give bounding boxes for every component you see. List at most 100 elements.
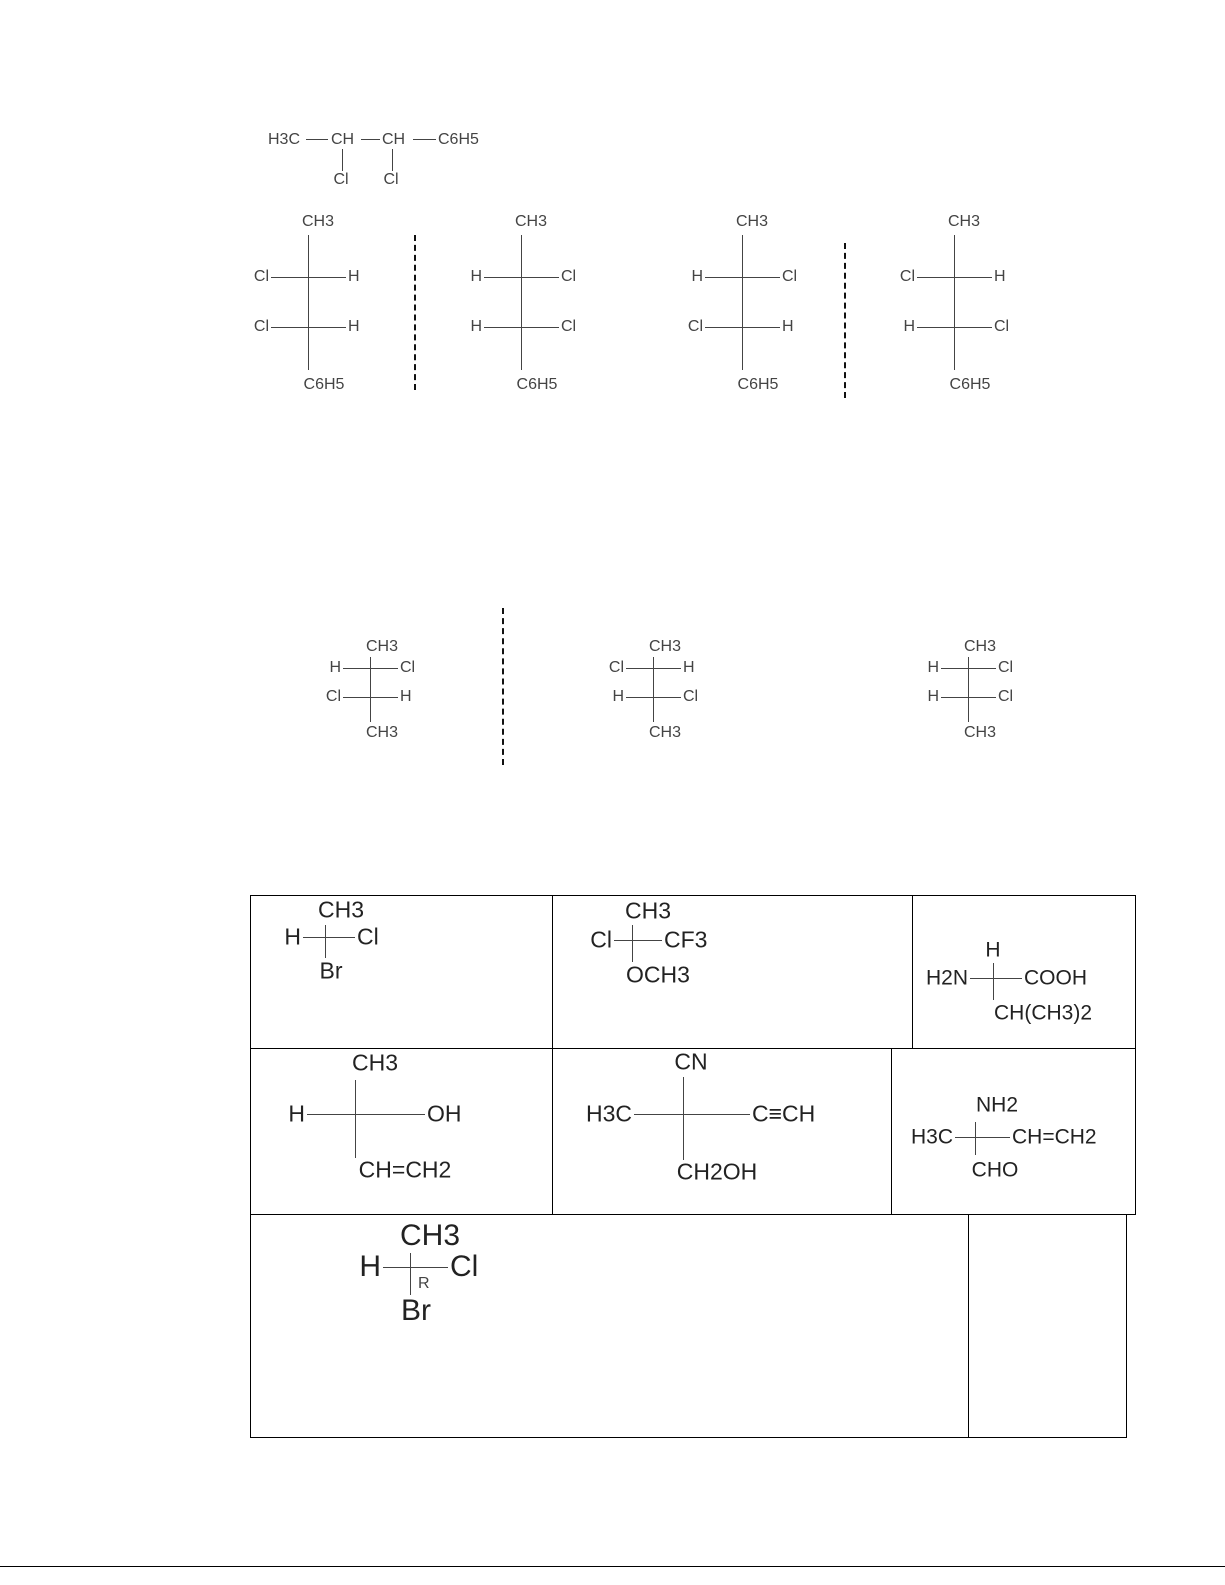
fischer-horizontal-bond bbox=[343, 697, 398, 698]
fischer-right-group: H bbox=[348, 268, 360, 285]
fischer-left-group: H bbox=[927, 659, 939, 676]
fischer-top-group: CH3 bbox=[735, 213, 769, 230]
fischer-left-group: H bbox=[470, 268, 482, 285]
fischer-top-group: CH3 bbox=[963, 638, 997, 655]
fischer-top-group: CH3 bbox=[648, 638, 682, 655]
fischer-top-group: CH3 bbox=[947, 213, 981, 230]
fischer-bottom-group: C6H5 bbox=[949, 376, 991, 393]
fischer-horizontal-bond bbox=[614, 940, 662, 941]
formula-bond bbox=[342, 149, 343, 171]
fischer-right-group: Cl bbox=[994, 318, 1010, 335]
fischer-left-group: H bbox=[612, 688, 624, 705]
fischer-top-group: CN bbox=[674, 1048, 708, 1075]
fischer-right-group: Cl bbox=[450, 1250, 479, 1283]
fischer-bottom-group: CH3 bbox=[963, 724, 997, 741]
fischer-left-group: H3C bbox=[585, 1100, 632, 1127]
fischer-horizontal-bond bbox=[955, 1137, 1010, 1138]
fischer-vertical-bond bbox=[975, 1122, 976, 1155]
fischer-left-group: Cl bbox=[687, 318, 703, 335]
fischer-vertical-bond bbox=[968, 657, 969, 722]
fischer-vertical-bond bbox=[683, 1077, 684, 1160]
fischer-right-group: Cl bbox=[400, 659, 416, 676]
table-border-left bbox=[250, 895, 251, 1438]
table-col-divider bbox=[912, 895, 913, 1048]
fischer-left-group: H bbox=[691, 268, 703, 285]
fischer-right-group: Cl bbox=[357, 923, 379, 950]
fischer-left-group: H bbox=[284, 923, 301, 950]
fischer-right-group: Cl bbox=[998, 659, 1014, 676]
fischer-vertical-bond bbox=[355, 1080, 356, 1158]
fischer-horizontal-bond bbox=[303, 937, 355, 938]
fischer-right-group: Cl bbox=[683, 688, 699, 705]
formula-group: C6H5 bbox=[438, 131, 479, 148]
formula-bond bbox=[361, 139, 380, 140]
table-col-divider bbox=[552, 1048, 553, 1214]
fischer-bottom-group: C6H5 bbox=[303, 376, 345, 393]
fischer-vertical-bond bbox=[325, 925, 326, 958]
fischer-horizontal-bond bbox=[634, 1114, 750, 1115]
formula-substituent: Cl bbox=[333, 171, 349, 188]
table-border-right bbox=[1135, 895, 1136, 1215]
fischer-top-group: CH3 bbox=[317, 896, 365, 923]
fischer-left-group: H bbox=[903, 318, 915, 335]
fischer-horizontal-bond bbox=[484, 277, 559, 278]
table-col-divider bbox=[968, 1214, 969, 1437]
fischer-bottom-group: CHO bbox=[971, 1158, 1019, 1182]
fischer-right-group: H bbox=[683, 659, 695, 676]
mirror-plane bbox=[844, 243, 846, 398]
fischer-horizontal-bond bbox=[343, 668, 398, 669]
fischer-bottom-group: C6H5 bbox=[516, 376, 558, 393]
fischer-vertical-bond bbox=[370, 657, 371, 722]
formula-bond bbox=[306, 139, 328, 140]
fischer-left-group: Cl bbox=[590, 926, 612, 953]
fischer-right-group: H bbox=[348, 318, 360, 335]
fischer-horizontal-bond bbox=[917, 277, 992, 278]
fischer-right-group: CH=CH2 bbox=[1012, 1125, 1097, 1149]
fischer-left-group: H bbox=[359, 1250, 381, 1283]
fischer-left-group: H bbox=[288, 1100, 305, 1127]
fischer-horizontal-bond bbox=[917, 327, 992, 328]
fischer-left-group: H2N bbox=[925, 966, 968, 990]
fischer-right-group: Cl bbox=[561, 318, 577, 335]
fischer-vertical-bond bbox=[632, 925, 633, 962]
fischer-vertical-bond bbox=[521, 235, 522, 370]
formula-bond bbox=[392, 149, 393, 171]
formula-substituent: Cl bbox=[383, 171, 399, 188]
table-row-divider bbox=[250, 1214, 1136, 1215]
fischer-horizontal-bond bbox=[626, 668, 681, 669]
fischer-bottom-group: Br bbox=[401, 1294, 431, 1327]
fischer-horizontal-bond bbox=[307, 1114, 425, 1115]
fischer-right-group: C≡CH bbox=[752, 1100, 816, 1127]
fischer-right-group: H bbox=[400, 688, 412, 705]
fischer-right-group: CF3 bbox=[664, 926, 708, 953]
formula-bond bbox=[413, 139, 436, 140]
fischer-top-group: CH3 bbox=[624, 897, 672, 924]
fischer-left-group: Cl bbox=[253, 268, 269, 285]
table-row-divider bbox=[250, 1048, 1136, 1049]
fischer-bottom-group: C6H5 bbox=[737, 376, 779, 393]
fischer-top-group: CH3 bbox=[365, 638, 399, 655]
fischer-right-group: Cl bbox=[998, 688, 1014, 705]
fischer-top-group: CH3 bbox=[514, 213, 548, 230]
fischer-right-group: H bbox=[994, 268, 1006, 285]
fischer-right-group: OH bbox=[427, 1100, 462, 1127]
fischer-top-group: CH3 bbox=[351, 1049, 399, 1076]
fischer-right-group: H bbox=[782, 318, 794, 335]
fischer-bottom-group: Br bbox=[319, 957, 343, 984]
fischer-horizontal-bond bbox=[941, 697, 996, 698]
fischer-vertical-bond bbox=[742, 235, 743, 370]
fischer-right-group: Cl bbox=[561, 268, 577, 285]
fischer-top-group: H bbox=[985, 938, 1001, 962]
fischer-top-group: CH3 bbox=[301, 213, 335, 230]
table-border-right bbox=[1126, 1214, 1127, 1438]
fischer-horizontal-bond bbox=[383, 1267, 448, 1268]
formula-group: H3C bbox=[268, 131, 301, 148]
table-col-divider bbox=[891, 1048, 892, 1214]
fischer-horizontal-bond bbox=[705, 277, 780, 278]
fischer-vertical-bond bbox=[653, 657, 654, 722]
fischer-bottom-group: OCH3 bbox=[626, 961, 690, 988]
fischer-right-group: Cl bbox=[782, 268, 798, 285]
formula-group: CH bbox=[331, 131, 355, 148]
fischer-horizontal-bond bbox=[941, 668, 996, 669]
fischer-bottom-group: CH2OH bbox=[676, 1158, 758, 1185]
